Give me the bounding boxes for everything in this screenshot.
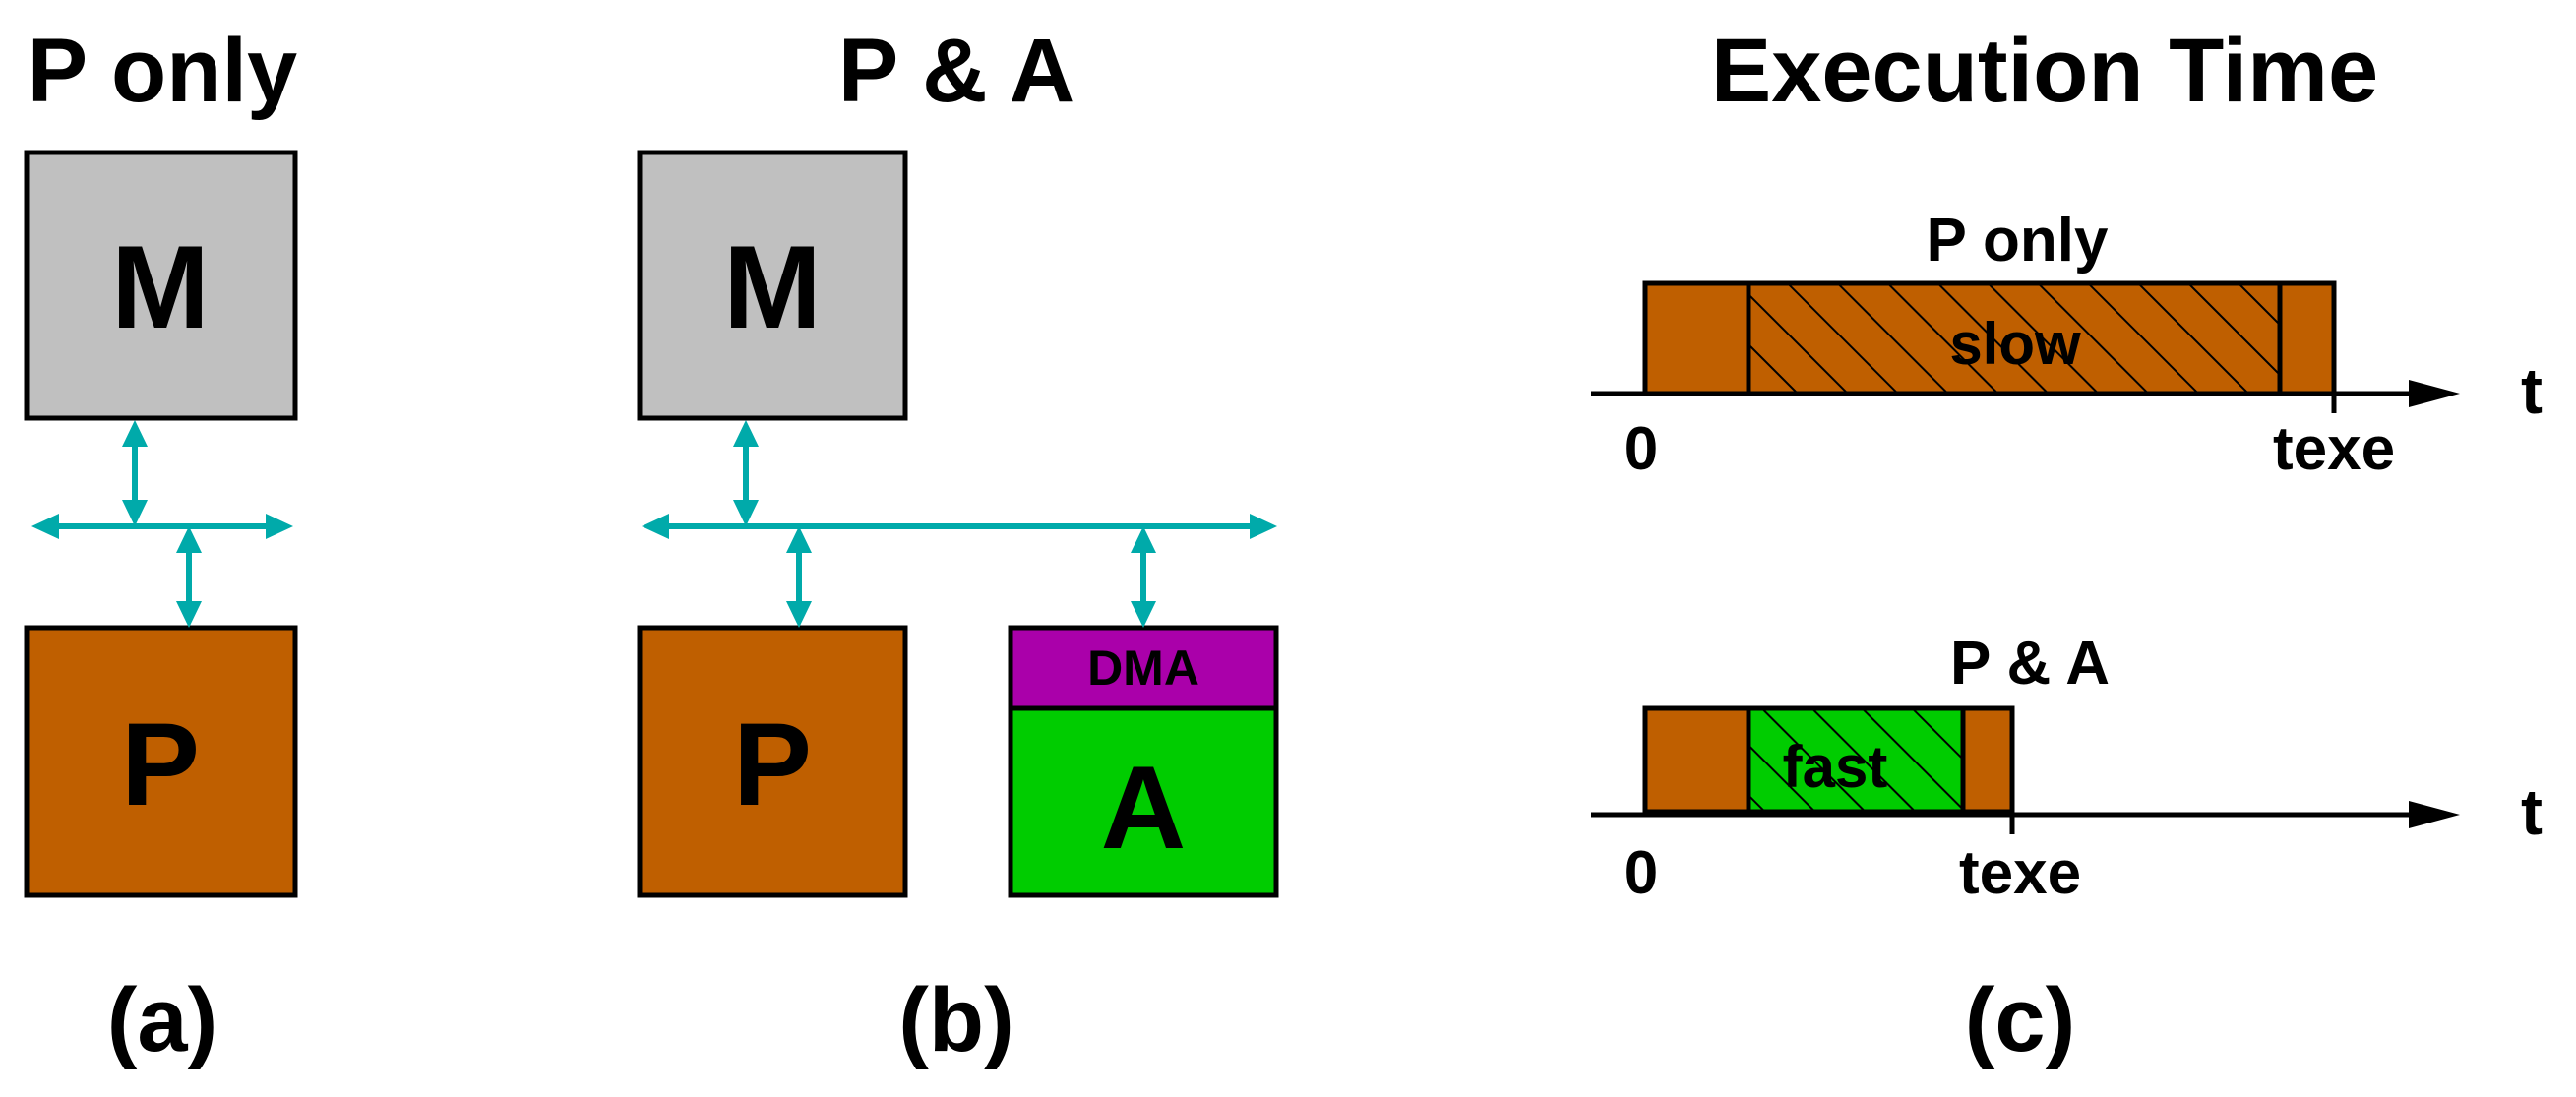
memory-label-a: M [111, 221, 210, 353]
memory-label-b: M [723, 221, 822, 353]
dma-label: DMA [1087, 640, 1199, 696]
timeline-p-and-a-axis-label: t [2521, 775, 2543, 848]
timeline-p-and-a: P & A fast t 0 texe [1591, 630, 2543, 907]
timeline-p-only-start-tick: 0 [1625, 415, 1658, 483]
timeline-p-and-a-axis-arrow [2409, 801, 2460, 828]
bus-a [31, 420, 293, 628]
panel-c-caption: (c) [1965, 970, 2075, 1070]
processor-box-b [637, 625, 908, 898]
accelerator-box [1008, 705, 1279, 898]
timeline-p-and-a-segment-start [1642, 705, 1751, 815]
panel-b-caption: (b) [898, 970, 1013, 1070]
memory-box-b [637, 150, 908, 421]
timeline-p-only-slow-label: slow [1949, 311, 2081, 377]
panel-b: P & A M P DMA A (b) [637, 21, 1279, 1070]
timeline-p-only-label: P only [1927, 207, 2109, 274]
timeline-p-and-a-segment-fast-hatch [1746, 705, 1966, 815]
timeline-p-only-axis-label: t [2521, 354, 2543, 427]
panel-a: P only M P (a) [24, 21, 298, 1070]
processor-label-b: P [733, 699, 812, 830]
timeline-p-only-end-tick-label: texe [2273, 415, 2395, 483]
timeline-p-and-a-label: P & A [1950, 630, 2110, 698]
timeline-p-only-segment-start [1642, 280, 1751, 396]
accelerator-label: A [1101, 742, 1187, 874]
panel-c: Execution Time P only slow t 0 texe P & … [1591, 21, 2543, 1070]
timeline-p-only-axis-arrow [2409, 380, 2460, 407]
timeline-p-only: P only slow t 0 texe [1591, 207, 2543, 483]
timeline-p-only-segment-end [2277, 280, 2337, 396]
panel-a-caption: (a) [107, 970, 217, 1070]
timeline-p-and-a-end-tick-label: texe [1959, 839, 2081, 907]
panel-c-title: Execution Time [1711, 21, 2378, 121]
bus-b [642, 420, 1277, 628]
timeline-p-and-a-start-tick: 0 [1625, 839, 1658, 907]
timeline-p-and-a-segment-end [1960, 705, 2015, 815]
processor-label-a: P [121, 699, 200, 830]
timeline-p-and-a-fast-label: fast [1783, 734, 1888, 800]
panel-a-title: P only [28, 21, 297, 121]
processor-box-a [24, 625, 298, 898]
memory-box-a [24, 150, 298, 421]
panel-b-title: P & A [838, 21, 1074, 121]
